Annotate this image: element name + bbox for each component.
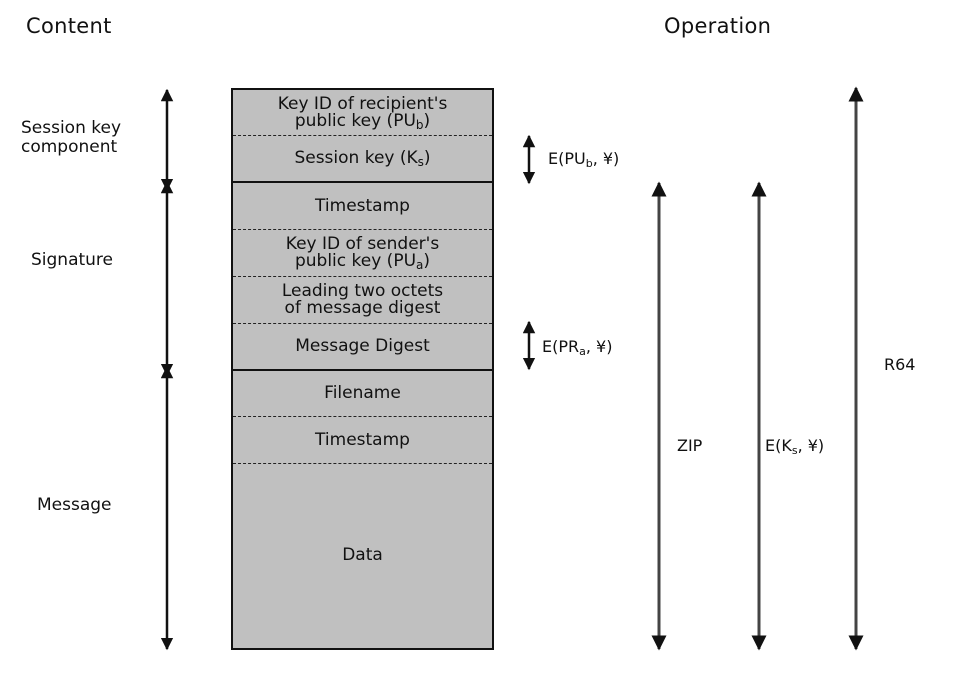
section-label-signature: Signature xyxy=(31,250,114,270)
section-label-message: Message xyxy=(37,495,112,515)
op-label-e-pra: E(PRa, ¥) xyxy=(542,337,613,358)
operation-header: Operation xyxy=(664,14,772,38)
field-sender-key-id: Key ID of sender's public key (PUa) xyxy=(233,230,492,277)
section-label-session-key-component: Session key component xyxy=(21,118,122,157)
op-label-r64: R64 xyxy=(884,355,916,374)
op-label-e-pub: E(PUb, ¥) xyxy=(548,149,620,170)
op-label-e-ks: E(Ks, ¥) xyxy=(763,436,827,457)
field-session-key: Session key (Ks) xyxy=(233,136,492,183)
field-message-digest: Message Digest xyxy=(233,324,492,371)
content-header: Content xyxy=(26,14,112,38)
field-filename: Filename xyxy=(233,371,492,417)
field-data: Data xyxy=(342,545,383,565)
field-message-timestamp: Timestamp xyxy=(233,417,492,464)
op-label-zip: ZIP xyxy=(677,436,703,455)
field-recipient-key-id: Key ID of recipient's public key (PUb) xyxy=(233,90,492,136)
field-leading-octets: Leading two octets of message digest xyxy=(233,277,492,324)
field-signature-timestamp: Timestamp xyxy=(233,183,492,230)
message-structure-box: Key ID of recipient's public key (PUb) S… xyxy=(231,88,494,650)
